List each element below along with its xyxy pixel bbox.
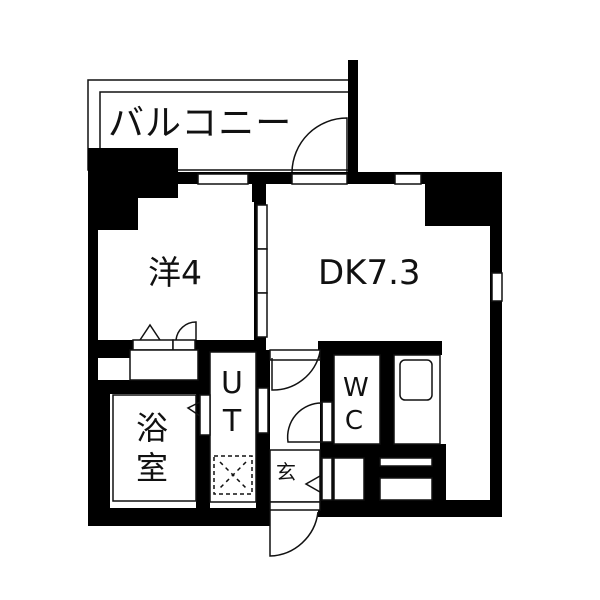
wall-storage-divider: [364, 450, 380, 510]
washer-cross-icon: [219, 461, 247, 489]
utility-label: U T: [221, 366, 243, 439]
ut-sliding-door: [257, 387, 269, 434]
wall-right: [490, 172, 502, 517]
wall-shelf: [378, 466, 438, 478]
shoe-closet: [333, 457, 365, 501]
wall-block: [88, 148, 138, 230]
toilet-label: W C: [343, 373, 369, 436]
balcony-door-swing: [291, 117, 348, 173]
western-room-label: 洋4: [148, 253, 202, 292]
bath-door-indicator: [186, 401, 201, 417]
bath-room: [112, 394, 197, 502]
balcony-label: バルコニー: [108, 103, 293, 144]
window: [291, 173, 348, 185]
sliding-door-panel: [256, 248, 268, 294]
closet-door: [132, 339, 174, 351]
bathtub-icon: [399, 359, 433, 401]
wall-bottom-left: [88, 508, 270, 526]
wall-block: [425, 172, 500, 226]
bath-sliding-door: [199, 394, 211, 436]
utility-room: [209, 351, 257, 503]
entry-door-frame: [321, 457, 333, 501]
shelf-space: [379, 477, 433, 501]
closet-door-swing: [175, 321, 197, 341]
wc-room: [333, 354, 381, 445]
washer-space-icon: [213, 455, 253, 495]
entrance-area: [269, 449, 321, 503]
shelf-space: [379, 457, 433, 467]
entrance-step: [269, 501, 321, 511]
closet-door-fold: [139, 323, 161, 341]
window: [491, 272, 503, 302]
window: [394, 173, 422, 185]
wall-ut-right: [256, 350, 270, 520]
wall-left-thick: [88, 380, 110, 526]
wc-door-swing: [286, 402, 323, 443]
closet: [129, 349, 199, 381]
entry-step-indicator: [304, 475, 321, 493]
wall-bottom-right: [318, 500, 502, 517]
wall-column: [348, 60, 358, 182]
wall-partition: [252, 172, 266, 202]
wall-horizontal: [88, 380, 210, 394]
wall-dk-bottom: [318, 341, 442, 355]
closet-door: [172, 339, 196, 351]
wc-door-frame: [321, 401, 333, 443]
window: [197, 173, 249, 185]
wall-wc-right: [380, 350, 394, 450]
entrance-label: 玄: [276, 460, 296, 484]
wall-wc-bottom: [320, 444, 442, 458]
hall-opening: [269, 349, 321, 361]
bathroom-label: 浴 室: [136, 409, 169, 487]
sliding-door-panel: [256, 292, 268, 338]
balcony-rail-inner: [99, 91, 350, 170]
wall-storage-right: [432, 444, 446, 514]
wall-left: [88, 148, 98, 526]
dining-kitchen-label: DK7.3: [318, 253, 421, 293]
hall-door-swing: [271, 351, 321, 391]
sliding-door-panel: [256, 204, 268, 250]
entry-door-swing: [269, 510, 319, 557]
